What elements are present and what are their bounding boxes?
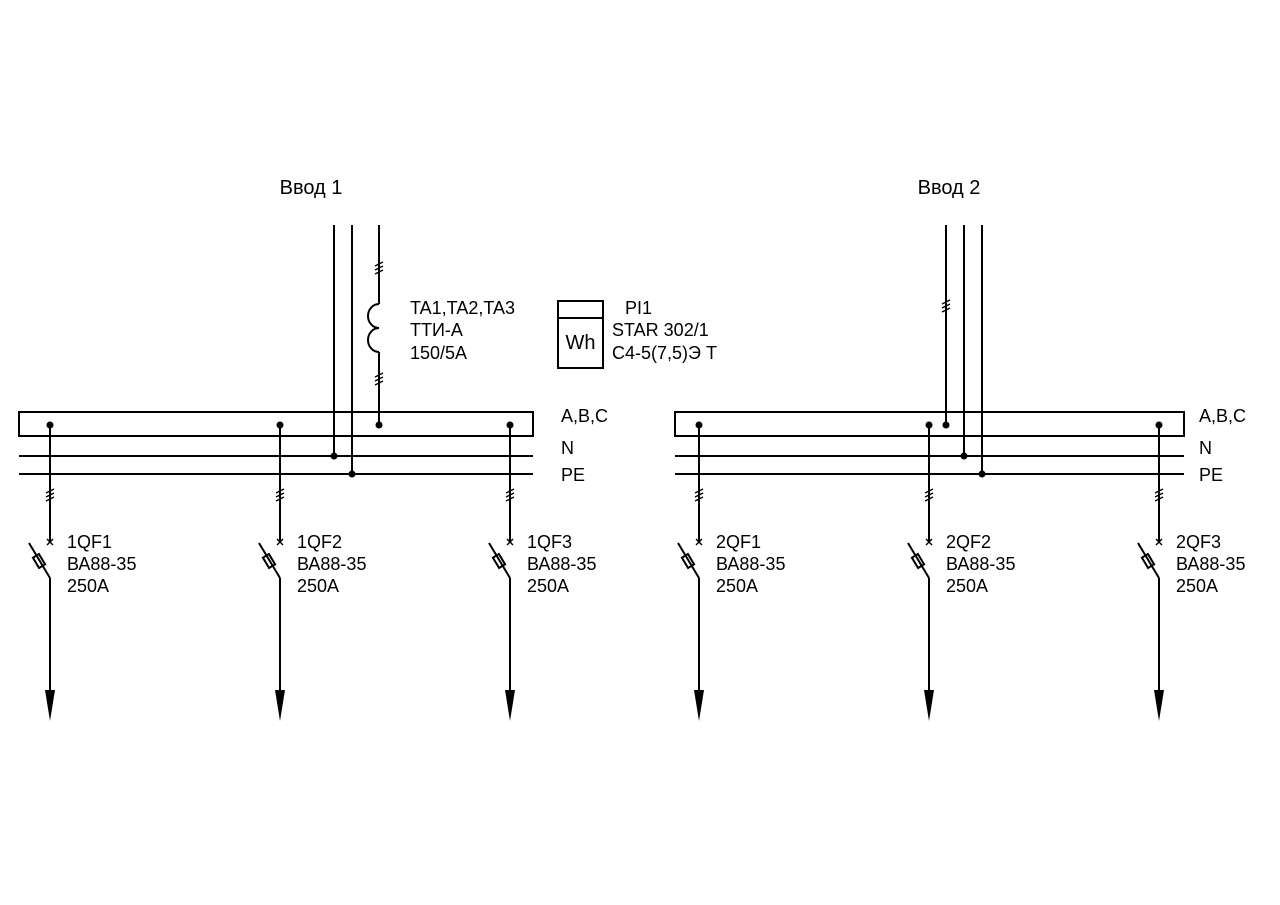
outgoing-feeders: 1QF1ВА88-35250А1QF2ВА88-35250А1QF3ВА88-3… bbox=[28, 421, 1245, 721]
bus-label-n: N bbox=[561, 438, 574, 458]
breaker-model: ВА88-35 bbox=[1176, 554, 1245, 574]
three-phase-mark bbox=[45, 488, 55, 502]
breaker-model: ВА88-35 bbox=[716, 554, 785, 574]
arrow-down-icon bbox=[275, 690, 285, 721]
junction-dot bbox=[348, 470, 356, 478]
breaker-rating: 250А bbox=[716, 576, 758, 596]
three-phase-mark bbox=[374, 372, 384, 386]
breaker-designation: 1QF3 bbox=[527, 532, 572, 552]
arrow-down-icon bbox=[924, 690, 934, 721]
meter-variant: C4-5(7,5)Э Т bbox=[612, 343, 717, 363]
bus-abc-1 bbox=[18, 411, 534, 437]
breaker-designation: 2QF1 bbox=[716, 532, 761, 552]
ct-designation: TA1,TA2,TA3 bbox=[410, 298, 515, 318]
bus-label-abc: A,B,C bbox=[561, 406, 608, 426]
breaker-model: ВА88-35 bbox=[67, 554, 136, 574]
meter-symbol: Wh bbox=[566, 332, 596, 354]
arrow-down-icon bbox=[1154, 690, 1164, 721]
breaker-designation: 1QF1 bbox=[67, 532, 112, 552]
three-phase-mark bbox=[924, 488, 934, 502]
three-phase-mark bbox=[694, 488, 704, 502]
junction-dot bbox=[375, 421, 383, 429]
junction-dot bbox=[978, 470, 986, 478]
breaker-model: ВА88-35 bbox=[946, 554, 1015, 574]
circuit-breaker-icon bbox=[28, 538, 54, 579]
energy-meter-icon: Wh bbox=[557, 300, 604, 369]
meter-model: STAR 302/1 bbox=[612, 320, 709, 340]
breaker-designation: 1QF2 bbox=[297, 532, 342, 552]
three-phase-mark bbox=[505, 488, 515, 502]
three-phase-mark bbox=[1154, 488, 1164, 502]
bus-label-abc: A,B,C bbox=[1199, 406, 1246, 426]
arrow-down-icon bbox=[694, 690, 704, 721]
breaker-rating: 250А bbox=[297, 576, 339, 596]
breaker-rating: 250А bbox=[1176, 576, 1218, 596]
three-phase-mark bbox=[275, 488, 285, 502]
circuit-breaker-icon bbox=[677, 538, 703, 579]
bus-label-n: N bbox=[1199, 438, 1212, 458]
breaker-designation: 2QF2 bbox=[946, 532, 991, 552]
junction-dot bbox=[942, 421, 950, 429]
three-phase-mark bbox=[941, 299, 951, 313]
input-1-title: Ввод 1 bbox=[280, 177, 343, 199]
ct-ratio: 150/5А bbox=[410, 343, 467, 363]
input-2-title: Ввод 2 bbox=[918, 177, 981, 199]
panel-input-1: TA1,TA2,TA3 ТТИ-А 150/5А Wh PI1 STAR 302… bbox=[18, 225, 717, 485]
bus-label-pe: PE bbox=[561, 465, 585, 485]
junction-dot bbox=[330, 452, 338, 460]
circuit-breaker-icon bbox=[258, 538, 284, 579]
breaker-model: ВА88-35 bbox=[297, 554, 366, 574]
circuit-breaker-icon bbox=[1137, 538, 1163, 579]
breaker-designation: 2QF3 bbox=[1176, 532, 1221, 552]
current-transformer-coil-icon bbox=[367, 303, 380, 353]
three-phase-mark bbox=[374, 261, 384, 275]
arrow-down-icon bbox=[45, 690, 55, 721]
meter-designation: PI1 bbox=[625, 298, 652, 318]
ct-type: ТТИ-А bbox=[410, 320, 463, 340]
breaker-rating: 250А bbox=[67, 576, 109, 596]
breaker-rating: 250А bbox=[527, 576, 569, 596]
arrow-down-icon bbox=[505, 690, 515, 721]
circuit-breaker-icon bbox=[907, 538, 933, 579]
breaker-rating: 250А bbox=[946, 576, 988, 596]
circuit-breaker-icon bbox=[488, 538, 514, 579]
breaker-model: ВА88-35 bbox=[527, 554, 596, 574]
bus-label-pe: PE bbox=[1199, 465, 1223, 485]
panel-input-2: A,B,C N PE bbox=[674, 225, 1246, 485]
junction-dot bbox=[960, 452, 968, 460]
